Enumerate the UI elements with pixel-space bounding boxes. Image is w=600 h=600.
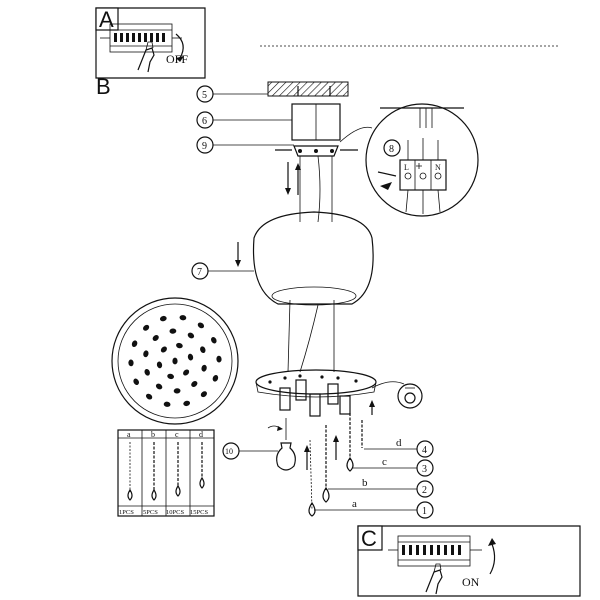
crystal-dot — [172, 357, 178, 365]
table-header-c: c — [175, 430, 179, 439]
callout-8: 8 — [383, 139, 401, 157]
light-bulb — [267, 418, 296, 471]
crystal-dot — [143, 350, 149, 358]
crystal-dot — [167, 373, 174, 380]
callout-9: 9 — [196, 136, 294, 154]
hand-icon-c — [425, 569, 443, 595]
svg-text:3: 3 — [422, 464, 427, 475]
crystal-dot — [197, 322, 205, 329]
crystal-dot — [144, 369, 150, 376]
strand-2 — [322, 425, 330, 503]
strand-label-b: b — [362, 477, 368, 489]
crystal-layout-top-view — [111, 297, 239, 425]
callout-1: 1 a — [314, 498, 434, 519]
crystal-dot — [133, 378, 139, 386]
crystal-dot — [183, 400, 191, 407]
crystal-dot — [128, 359, 134, 367]
table-count-c: 10PCS — [166, 509, 184, 516]
hand-icon — [137, 47, 155, 73]
crystal-dot — [159, 315, 167, 322]
crystal-dot — [155, 383, 163, 390]
table-count-d: 15PCS — [190, 509, 208, 516]
crystal-dot — [156, 361, 163, 369]
svg-text:8: 8 — [389, 144, 394, 155]
crystal-dot — [212, 375, 219, 382]
strand-3 — [346, 413, 354, 472]
callout-5: 5 — [196, 85, 268, 103]
rotate-arrow-icon — [175, 33, 184, 59]
crystal-dot — [200, 346, 206, 353]
glass-shade — [252, 211, 374, 306]
bottom-plate — [255, 369, 377, 417]
crystal-dot — [169, 328, 177, 334]
crystal-dot — [163, 401, 171, 407]
callout-6: 6 — [196, 111, 292, 129]
ceiling-mount — [267, 81, 358, 157]
crystal-dot — [216, 355, 222, 363]
svg-text:6: 6 — [202, 116, 207, 127]
panel-c: C ON — [357, 525, 581, 597]
callout-4: 4 d — [364, 437, 434, 458]
crystal-dot — [211, 336, 217, 344]
crystal-dot — [143, 324, 150, 331]
on-label: ON — [462, 575, 480, 589]
strand-1 — [308, 439, 316, 517]
svg-text:4: 4 — [422, 445, 427, 456]
table-count-a: 1PCS — [119, 509, 134, 516]
strand-label-d: d — [396, 437, 402, 449]
strand-label-a: a — [352, 498, 357, 510]
terminal-l: L — [404, 163, 409, 172]
svg-text:5: 5 — [202, 90, 207, 101]
table-header-b: b — [151, 430, 155, 439]
crystal-dot — [200, 391, 207, 398]
breaker-strip-on — [388, 535, 482, 567]
crystal-strands — [304, 400, 375, 517]
svg-text:2: 2 — [422, 485, 427, 496]
crystal-dot — [131, 340, 138, 347]
terminal-n: N — [435, 163, 441, 172]
crystal-dot — [176, 342, 183, 349]
crystal-dot — [152, 335, 159, 341]
callout-10: 10 — [222, 442, 278, 460]
crystal-dot — [191, 381, 198, 387]
crystal-dot — [173, 388, 181, 394]
callout-2: 2 b — [328, 477, 434, 498]
svg-text:7: 7 — [197, 267, 202, 278]
svg-text:1: 1 — [422, 506, 427, 517]
svg-text:10: 10 — [225, 447, 233, 456]
off-label: OFF — [166, 52, 188, 66]
wiring-detail: L N — [339, 103, 479, 217]
crystal-dot — [187, 332, 195, 339]
rotate-arrow-icon-c — [489, 543, 496, 575]
crystal-dot — [201, 364, 207, 372]
strand-count-table: a b c d 1PCS 5PCS 10PCS 15PCS — [117, 429, 215, 517]
panel-b-letter: B — [96, 74, 111, 99]
panel-c-letter: C — [361, 526, 377, 551]
crystal-dot — [145, 393, 153, 400]
callout-3: 3 c — [352, 456, 434, 477]
callout-7: 7 — [191, 262, 254, 280]
panel-a: A OFF — [95, 7, 206, 79]
table-count-b: 5PCS — [143, 509, 158, 516]
strand-label-c: c — [382, 456, 387, 468]
crystal-dot — [183, 369, 190, 376]
table-header-a: a — [127, 430, 131, 439]
bulb-detail — [371, 381, 423, 409]
panel-a-letter: A — [99, 7, 114, 32]
crystal-dot — [179, 315, 187, 321]
crystal-dot — [160, 346, 167, 353]
crystal-dot — [187, 353, 194, 361]
table-header-d: d — [199, 430, 203, 439]
svg-text:9: 9 — [202, 141, 207, 152]
